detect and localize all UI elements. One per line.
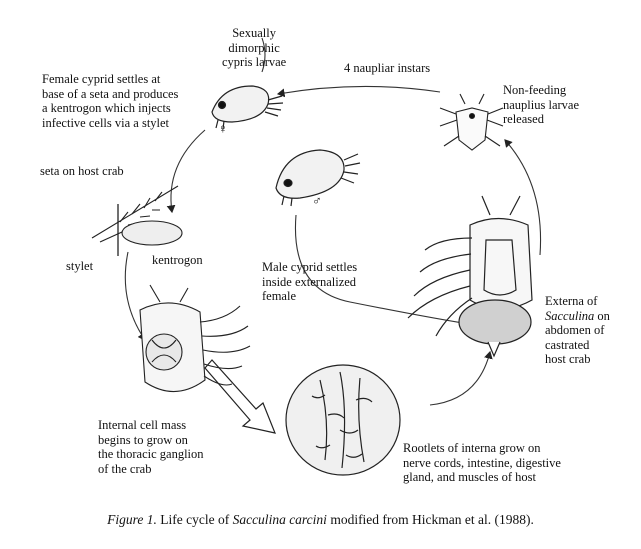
- label-on: on: [594, 308, 610, 323]
- label-line: host crab: [545, 352, 591, 366]
- female-cyprid-drawing: [211, 85, 284, 130]
- crab-externa-drawing: [407, 195, 533, 358]
- arrow-nauplius-to-cyprid: [276, 85, 441, 98]
- big-arrow: [204, 359, 276, 434]
- label-line: female: [262, 289, 297, 303]
- arrow-kentrogon-to-crab: [124, 251, 146, 341]
- arrow-male-to-externa: [294, 214, 477, 329]
- label-line: begins to grow on: [98, 432, 188, 447]
- label-seta: seta on host crab: [40, 164, 124, 178]
- label-line: Internal cell mass: [98, 418, 187, 432]
- label-line: abdomen of: [545, 323, 605, 337]
- label-line: infective cells via a stylet: [42, 115, 170, 130]
- caption-text1: Life cycle of: [156, 512, 233, 527]
- label-naupliar-instars: 4 naupliar instars: [344, 61, 431, 75]
- caption-text2: modified from Hickman et al. (1988).: [326, 512, 534, 527]
- label-rootlets: Rootlets of interna grow on nerve cords,…: [403, 441, 561, 485]
- label-sexually-dimorphic: Sexually dimorphic cypris larvae: [222, 26, 286, 70]
- label-species: Sacculina: [545, 308, 595, 323]
- caption-species: Sacculina carcini: [232, 512, 327, 527]
- label-line: Rootlets of interna grow on: [403, 441, 541, 455]
- label-line: Sacculina on: [545, 309, 610, 324]
- label-line: gland, and muscles of host: [403, 470, 536, 484]
- seta: [91, 185, 179, 239]
- kentrogon: [121, 220, 183, 246]
- label-line: Sexually: [232, 26, 276, 40]
- female-symbol: ♀: [218, 121, 228, 136]
- arrow-sexually-pointer: [261, 37, 266, 73]
- male-symbol: ♂: [312, 193, 322, 208]
- label-line: Externa of: [545, 294, 598, 308]
- label-line: cypris larvae: [222, 55, 287, 69]
- externa: [458, 299, 532, 345]
- cycle-arrows: [124, 37, 542, 406]
- label-line: a kentrogon which injects: [42, 101, 171, 115]
- label-line: castrated: [545, 337, 590, 352]
- label-non-feeding-nauplius: Non-feeding nauplius larvae released: [503, 83, 579, 127]
- label-line: inside externalized: [262, 274, 357, 289]
- figure-caption: Figure 1. Life cycle of Sacculina carcin…: [0, 512, 641, 528]
- label-line: Male cyprid settles: [262, 260, 358, 274]
- label-line: Female cyprid settles at: [42, 72, 161, 86]
- label-female-cyprid: Female cyprid settles at base of a seta …: [42, 72, 178, 130]
- label-stylet: stylet: [66, 259, 94, 273]
- label-line: of the crab: [98, 461, 152, 476]
- label-line: base of a seta and produces: [42, 86, 179, 101]
- label-line: dimorphic: [228, 40, 280, 55]
- stylet: [99, 231, 123, 243]
- male-cyprid-drawing: [275, 149, 361, 207]
- label-externa: Externa of Sacculina on abdomen of castr…: [545, 294, 610, 367]
- label-line: Non-feeding: [503, 83, 567, 97]
- caption-figure: Figure 1.: [107, 512, 157, 527]
- nauplius-drawing: [439, 93, 504, 151]
- label-line: nerve cords, intestine, digestive: [403, 455, 561, 470]
- crab-internal-drawing: [139, 284, 251, 393]
- label-line: the thoracic ganglion: [98, 447, 204, 461]
- label-line: released: [503, 112, 544, 126]
- arrow-female-to-kentrogon: [166, 129, 206, 214]
- interna-drawing: [285, 364, 401, 476]
- arrow-externa-to-nauplius: [504, 139, 542, 256]
- label-kentrogon: kentrogon: [152, 253, 203, 267]
- arrow-interna-to-externa: [429, 350, 493, 406]
- label-male-cyprid: Male cyprid settles inside externalized …: [262, 260, 357, 304]
- label-line: nauplius larvae: [503, 97, 580, 112]
- seta-kentrogon-drawing: [91, 185, 183, 256]
- label-internal-cell-mass: Internal cell mass begins to grow on the…: [98, 418, 204, 476]
